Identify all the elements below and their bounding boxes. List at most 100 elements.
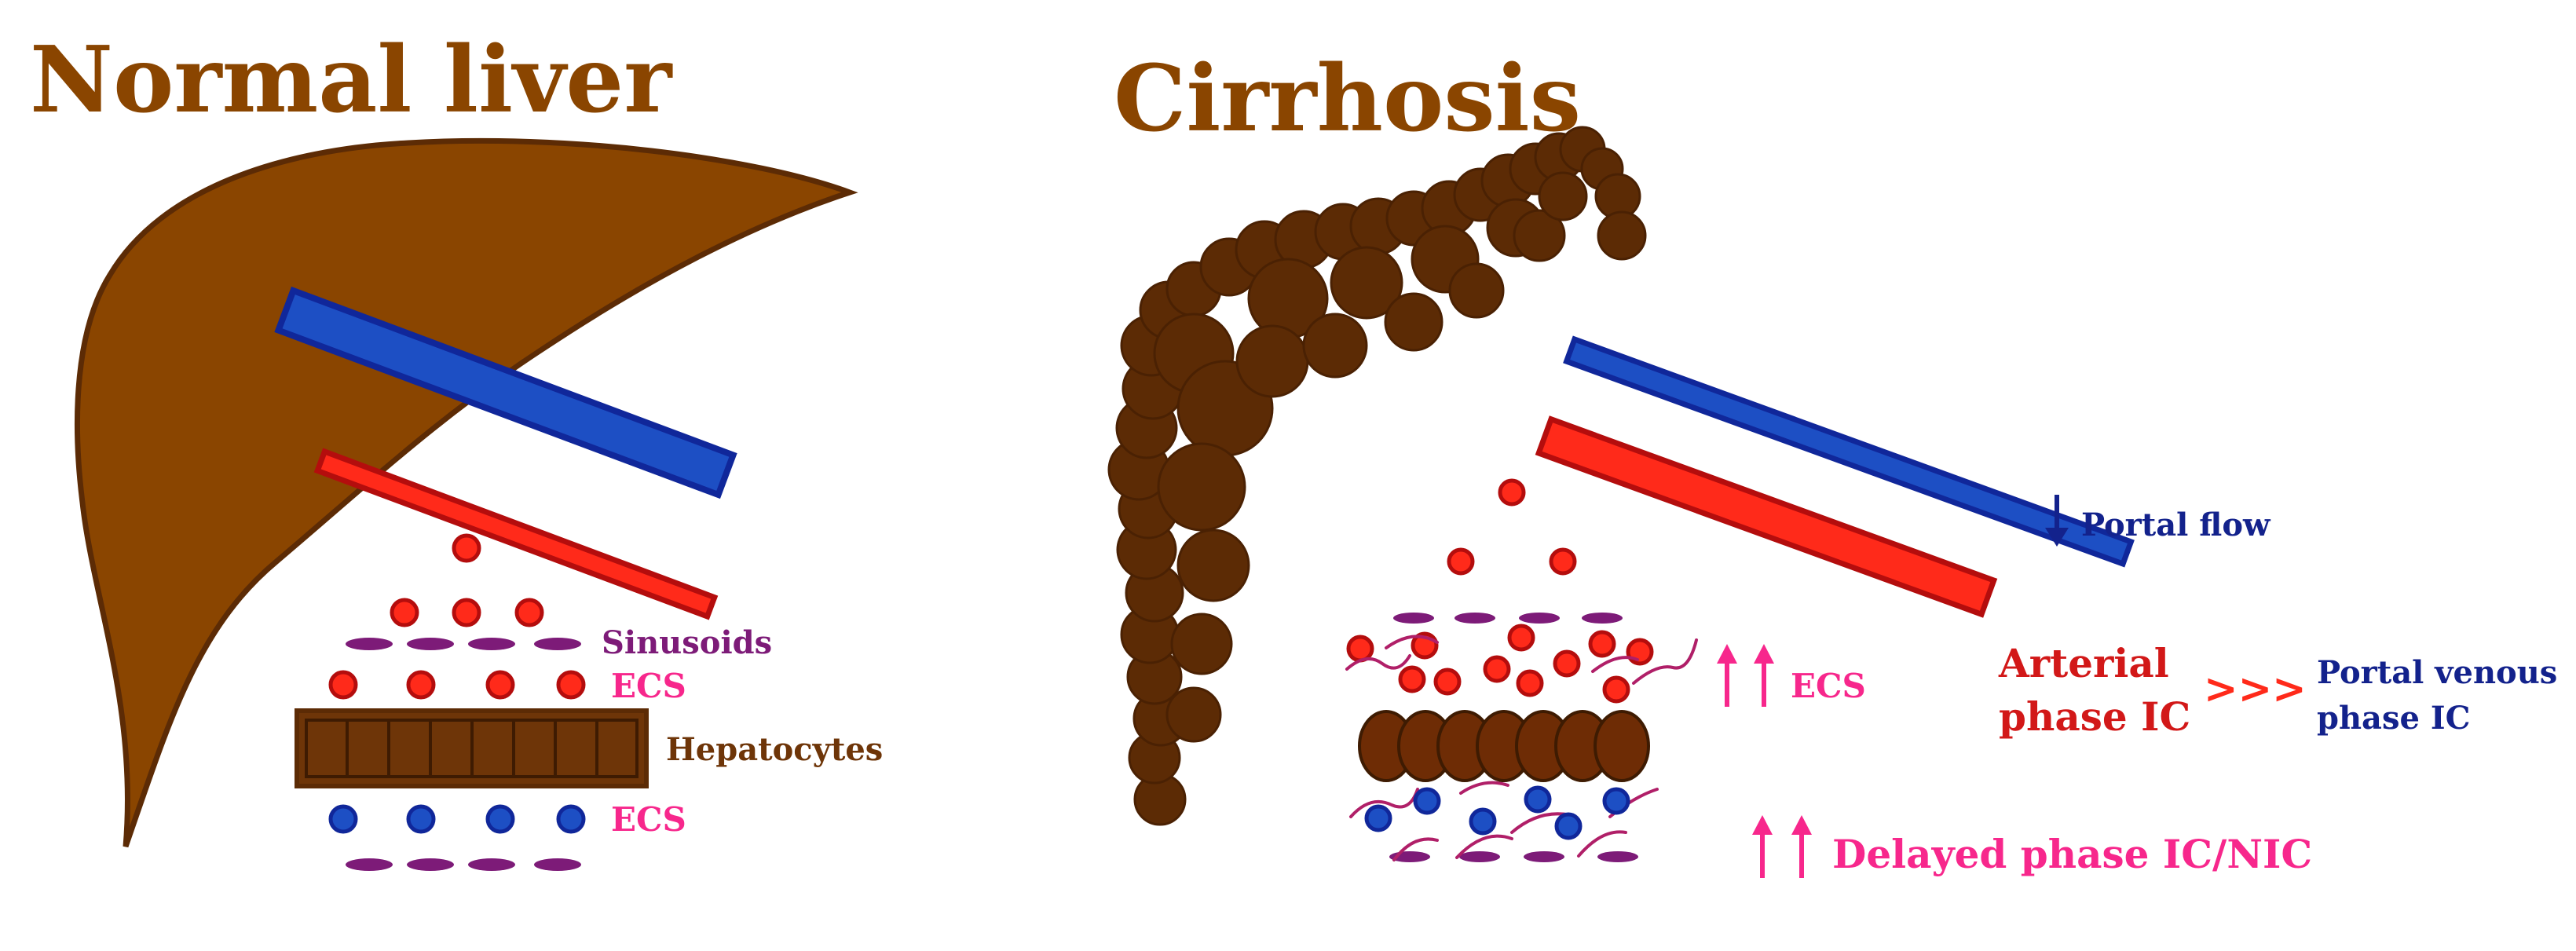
greater-than-comparator: >>> — [2204, 665, 2307, 713]
sinusoid-ellipse — [1519, 613, 1560, 624]
sinusoid-ellipse — [1582, 613, 1623, 624]
cirrhosis-contrast-arterial-dots — [1346, 478, 1654, 704]
sinusoid-ellipse — [1597, 851, 1638, 862]
portal-venous-phase-label-line2: phase IC — [2317, 700, 2470, 737]
red-contrast-dot — [390, 598, 419, 627]
sinusoid-ellipse — [407, 638, 454, 650]
red-contrast-dot — [556, 670, 586, 700]
liver-nodule — [1176, 529, 1250, 602]
blue-contrast-dot — [1469, 807, 1497, 836]
blue-contrast-dot — [328, 804, 358, 834]
liver-nodule — [1302, 313, 1368, 379]
blue-contrast-dot — [556, 804, 586, 834]
blue-contrast-dot — [1554, 812, 1583, 840]
red-contrast-dot — [1588, 630, 1616, 658]
red-contrast-dot — [1553, 649, 1581, 678]
fibrosis-strand — [1459, 781, 1509, 795]
liver-nodule — [1538, 171, 1588, 221]
blue-contrast-dot — [406, 804, 436, 834]
red-contrast-dot — [1516, 669, 1544, 697]
normal-contrast-arterial-dots — [328, 533, 586, 700]
red-contrast-dot — [1398, 665, 1426, 693]
arterial-phase-label-line2: phase IC — [1999, 693, 2190, 740]
cirrhosis-title: Cirrhosis — [1114, 46, 1581, 152]
delayed-phase-label: Delayed phase IC/NIC — [1832, 831, 2312, 877]
fibrosis-strand — [1349, 788, 1419, 818]
ecs-up-arrows-icon — [1717, 644, 1774, 707]
red-contrast-dot — [1549, 547, 1577, 576]
normal-hepatic-artery — [313, 448, 719, 620]
sinusoid-ellipse — [534, 638, 581, 650]
hepatocytes-label: Hepatocytes — [666, 731, 883, 768]
normal-sinusoid-ellipses-top — [346, 638, 581, 650]
blue-contrast-dot — [485, 804, 515, 834]
delayed-phase-up-arrows-icon — [1752, 815, 1812, 878]
cirrhosis-sinusoid-ellipses — [1389, 613, 1638, 862]
fibrosis-strand — [1385, 635, 1439, 649]
cirrhosis-hepatic-artery — [1535, 415, 1998, 618]
liver-nodule — [1384, 292, 1444, 352]
portal-venous-phase-label-line1: Portal venous — [2317, 654, 2557, 691]
normal-liver-shape — [75, 137, 858, 848]
red-contrast-dot — [452, 598, 481, 627]
cirrhosis-contrast-venous-dots — [1364, 785, 1630, 840]
sinusoid-ellipse — [468, 858, 515, 871]
liver-nodule — [1448, 262, 1505, 319]
normal-contrast-venous-dots — [328, 804, 586, 834]
red-contrast-dot — [514, 598, 544, 627]
red-contrast-dot — [328, 670, 358, 700]
sinusoid-ellipse — [468, 638, 515, 650]
red-contrast-dot — [406, 670, 436, 700]
red-contrast-dot — [1483, 655, 1511, 683]
red-contrast-dot — [1498, 478, 1526, 507]
normal-hepatocyte-plate — [295, 708, 649, 788]
red-contrast-dot — [452, 533, 481, 563]
red-contrast-dot — [1507, 624, 1535, 652]
liver-nodule — [1170, 613, 1233, 675]
red-contrast-dot — [1602, 675, 1630, 704]
fibrosis-strand — [1591, 656, 1639, 673]
liver-nodule — [1157, 442, 1246, 532]
portal-flow-down-arrow-icon — [2045, 495, 2069, 547]
normal-portal-vein — [274, 286, 737, 499]
cirrhotic-liver-shape — [1107, 126, 1647, 826]
fibrosis-strand — [1345, 654, 1411, 671]
blue-contrast-dot — [1364, 804, 1392, 832]
liver-nodule — [1235, 324, 1309, 398]
sinusoid-ellipse — [1393, 613, 1434, 624]
fibrosis-strand — [1632, 638, 1698, 685]
cirrhosis-ecs-label: ECS — [1791, 667, 1866, 705]
hepatocyte-cell — [1594, 710, 1650, 782]
sinusoid-ellipse — [346, 858, 393, 871]
fibrosis-strand — [1392, 837, 1439, 861]
sinusoid-ellipse — [534, 858, 581, 871]
red-contrast-dot — [1626, 638, 1654, 666]
cirrhosis-hepatocyte-row — [1358, 710, 1650, 782]
sinusoids-label: Sinusoids — [602, 624, 772, 661]
liver-nodule — [1330, 246, 1403, 320]
fibrosis-strand — [1455, 834, 1513, 859]
cirrhosis-portal-vein — [1563, 335, 2135, 568]
sinusoid-ellipse — [1524, 851, 1564, 862]
blue-contrast-dot — [1524, 785, 1552, 814]
liver-nodule — [1597, 210, 1647, 261]
sinusoid-ellipse — [1459, 851, 1500, 862]
fibrosis-strand — [1577, 830, 1627, 858]
ecs-top-label: ECS — [611, 667, 686, 705]
portal-flow-label: Portal flow — [2081, 507, 2271, 543]
sinusoid-ellipse — [1454, 613, 1495, 624]
liver-nodule — [1165, 686, 1222, 743]
red-contrast-dot — [1433, 668, 1462, 696]
arterial-phase-label-line1: Arterial — [1998, 640, 2169, 686]
normal-liver-title: Normal liver — [30, 27, 673, 134]
normal-sinusoid-ellipses-bottom — [346, 858, 581, 871]
sinusoid-ellipse — [407, 858, 454, 871]
red-contrast-dot — [1346, 635, 1374, 663]
red-contrast-dot — [1447, 547, 1475, 576]
blue-contrast-dot — [1413, 787, 1441, 815]
red-contrast-dot — [485, 670, 515, 700]
liver-nodule — [1513, 209, 1566, 262]
blue-contrast-dot — [1602, 787, 1630, 815]
ecs-bottom-label: ECS — [611, 800, 686, 839]
